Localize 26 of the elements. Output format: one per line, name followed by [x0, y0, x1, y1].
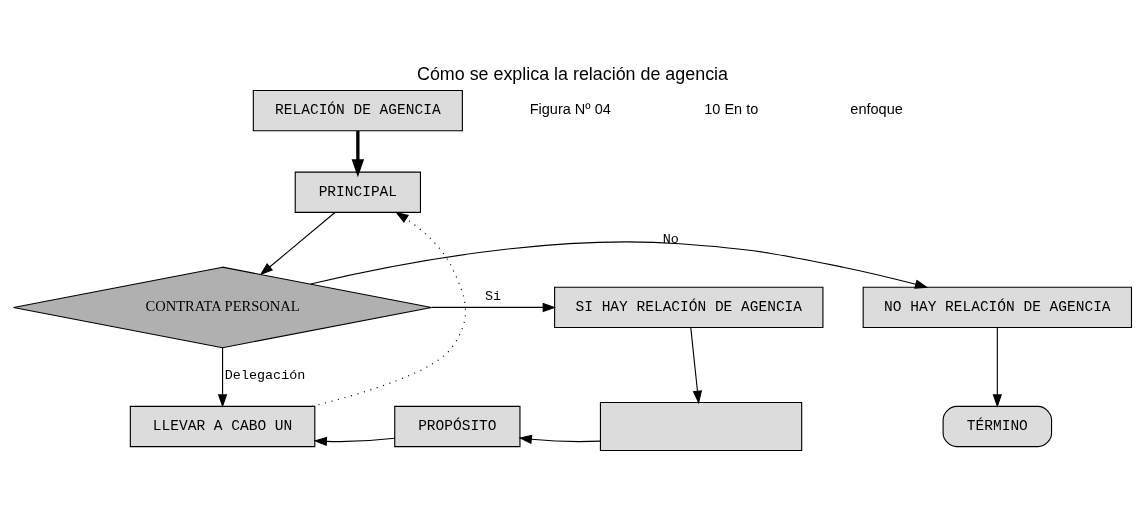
label: Figura Nº 04	[529, 101, 611, 118]
arrow	[313, 436, 396, 447]
arrow	[311, 211, 466, 407]
arrow	[431, 302, 557, 313]
node-box: RELACIÓN DE AGENCIA	[252, 90, 463, 132]
arrow	[690, 327, 703, 405]
label: 10 En to	[704, 101, 759, 118]
label: enfoque	[850, 101, 903, 118]
node-box: PROPÓSITO	[394, 405, 521, 448]
diagram-title: Cómo se explica la relación de agencia	[416, 64, 729, 85]
arrow	[351, 131, 365, 178]
node-box	[599, 401, 803, 452]
arrow	[310, 241, 929, 289]
arrow	[259, 212, 336, 276]
arrow	[217, 347, 228, 408]
edge-label: Delegación	[224, 367, 306, 383]
node-box: NO HAY RELACIÓN DE AGENCIA	[862, 286, 1133, 329]
node-box: PRINCIPAL	[294, 171, 421, 213]
node-box: LLEVAR A CABO UN	[129, 405, 316, 448]
node-box: SI HAY RELACIÓN DE AGENCIA	[554, 286, 824, 329]
node-box: TÉRMINO	[942, 405, 1053, 448]
arrow	[992, 327, 1003, 408]
edge-label: Si	[485, 289, 502, 305]
edge-label: No	[662, 232, 679, 248]
node-diamond: CONTRATA PERSONAL	[12, 266, 433, 349]
arrow	[518, 434, 601, 444]
